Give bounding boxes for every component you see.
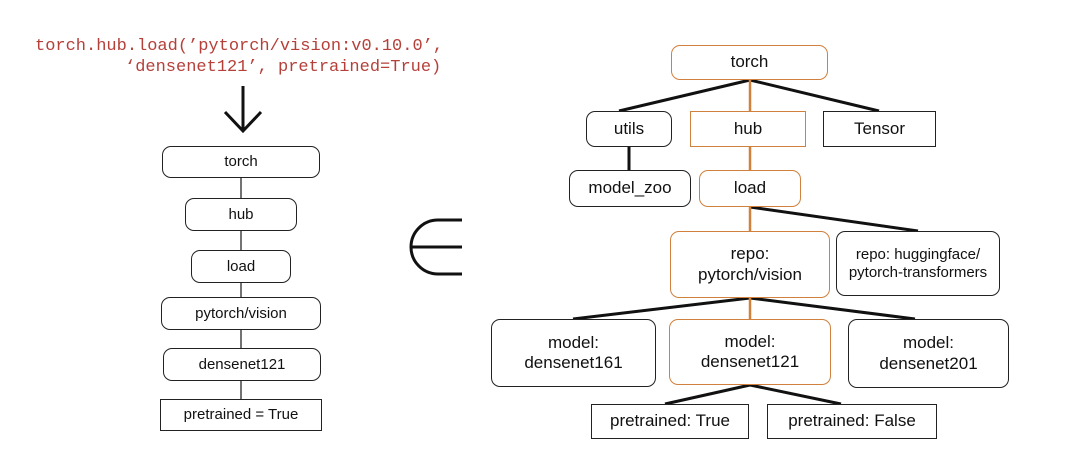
tree-node-label: Tensor — [853, 118, 906, 138]
left-node-label: torch — [224, 153, 258, 170]
left-node-hub: hub — [185, 198, 297, 231]
tree-node-label-line2: densenet121 — [700, 352, 800, 371]
tree-node-label-line2: pytorch/vision — [698, 264, 802, 284]
tree-node-repo-vision: repo: pytorch/vision — [670, 231, 830, 298]
tree-node-label-line2: densenet161 — [524, 353, 623, 372]
tree-node-hub: hub — [690, 111, 806, 147]
tree-node-densenet201: model: densenet201 — [848, 319, 1009, 388]
code-line-1: torch.hub.load(’pytorch/vision:v0.10.0’, — [35, 37, 444, 56]
code-line-2: ‘densenet121’, pretrained=True) — [125, 58, 442, 77]
tree-node-pretrained-true: pretrained: True — [591, 404, 749, 439]
tree-node-densenet121: model: densenet121 — [669, 319, 831, 385]
left-node-label: densenet121 — [198, 355, 286, 373]
tree-node-densenet161: model: densenet161 — [491, 319, 656, 387]
left-node-model: densenet121 — [163, 348, 321, 381]
down-arrow-icon — [223, 86, 263, 134]
tree-node-tensor: Tensor — [823, 111, 936, 147]
tree-node-label-line1: model: — [724, 331, 776, 351]
left-node-pretrained: pretrained = True — [160, 399, 322, 431]
tree-node-label: torch — [730, 52, 769, 72]
tree-node-torch: torch — [671, 45, 828, 80]
left-node-torch: torch — [162, 146, 320, 178]
left-node-label: load — [226, 257, 256, 275]
tree-node-label: pretrained: False — [788, 411, 916, 431]
tree-node-label: utils — [613, 118, 645, 138]
tree-node-load: load — [699, 170, 801, 207]
tree-node-label-line1: repo: — [730, 244, 770, 264]
left-node-label: pytorch/vision — [195, 304, 287, 322]
tree-node-model-zoo: model_zoo — [569, 170, 691, 207]
tree-node-label: pretrained: True — [609, 411, 730, 431]
tree-node-utils: utils — [586, 111, 672, 147]
tree-node-label-line1: repo: huggingface/ — [855, 245, 981, 263]
tree-node-label-line1: model: — [547, 332, 600, 352]
left-node-label: pretrained = True — [183, 406, 299, 423]
left-node-label: hub — [228, 205, 254, 223]
tree-node-pretrained-false: pretrained: False — [767, 404, 937, 439]
element-of-symbol — [409, 218, 462, 276]
tree-node-label-line1: model: — [902, 333, 955, 353]
left-node-repo: pytorch/vision — [161, 297, 321, 330]
tree-node-label: load — [733, 178, 767, 198]
tree-node-label: model_zoo — [588, 178, 672, 198]
tree-node-label: hub — [733, 118, 763, 138]
tree-node-repo-huggingface: repo: huggingface/ pytorch-transformers — [836, 231, 1000, 296]
left-node-load: load — [191, 250, 291, 283]
tree-edges — [572, 78, 919, 406]
tree-node-label-line2: densenet201 — [879, 353, 978, 373]
tree-node-label-line2: pytorch-transformers — [848, 263, 988, 281]
